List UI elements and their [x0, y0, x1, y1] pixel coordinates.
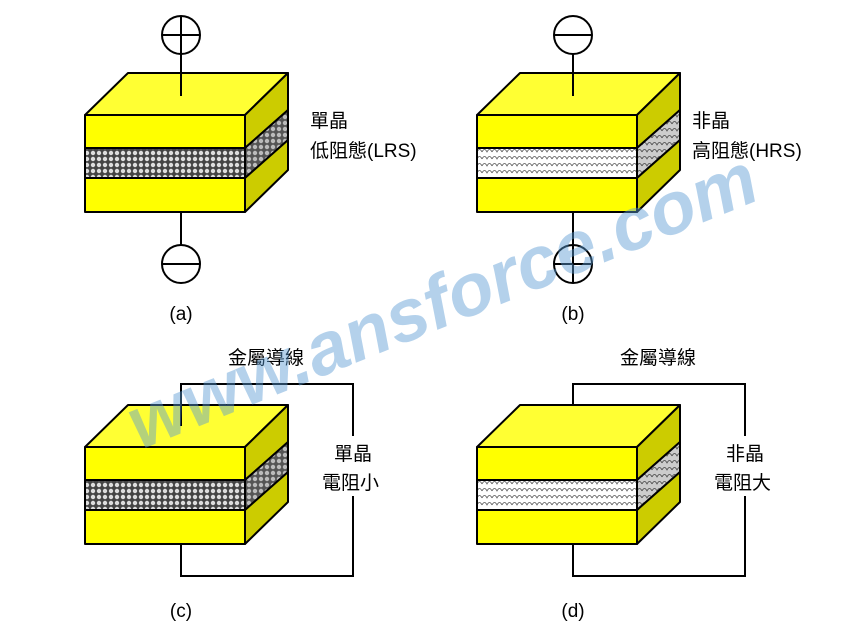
plus-terminal-icon	[161, 15, 201, 55]
device-stack	[84, 404, 289, 545]
wire-label: 金屬導線	[228, 347, 304, 369]
plus-terminal-icon	[553, 244, 593, 284]
caption: (c)	[170, 601, 192, 622]
minus-terminal-icon	[553, 15, 593, 55]
state-label: 高阻態(HRS)	[692, 140, 802, 162]
resistance-label: 電阻小	[322, 472, 379, 494]
minus-terminal-icon	[161, 244, 201, 284]
material-label: 單晶	[310, 111, 348, 132]
caption: (b)	[561, 304, 584, 325]
panel-d: 金屬導線 非晶 電阻大 (d)	[476, 347, 780, 622]
wire-label: 金屬導線	[620, 347, 696, 369]
panel-c: 金屬導線 單晶 電阻小 (c)	[84, 347, 388, 622]
resistance-label: 電阻大	[714, 472, 771, 494]
device-stack	[84, 72, 289, 213]
material-label: 單晶	[334, 444, 372, 465]
material-label: 非晶	[692, 110, 730, 132]
panel-a: 單晶 低阻態(LRS) (a)	[84, 15, 417, 325]
device-stack	[476, 404, 681, 545]
state-label: 低阻態(LRS)	[310, 140, 417, 162]
material-label: 非晶	[726, 443, 764, 465]
panel-b: 非晶 高阻態(HRS) (b)	[476, 15, 802, 325]
device-stack	[476, 72, 681, 213]
caption: (d)	[561, 601, 584, 622]
caption: (a)	[169, 304, 192, 325]
